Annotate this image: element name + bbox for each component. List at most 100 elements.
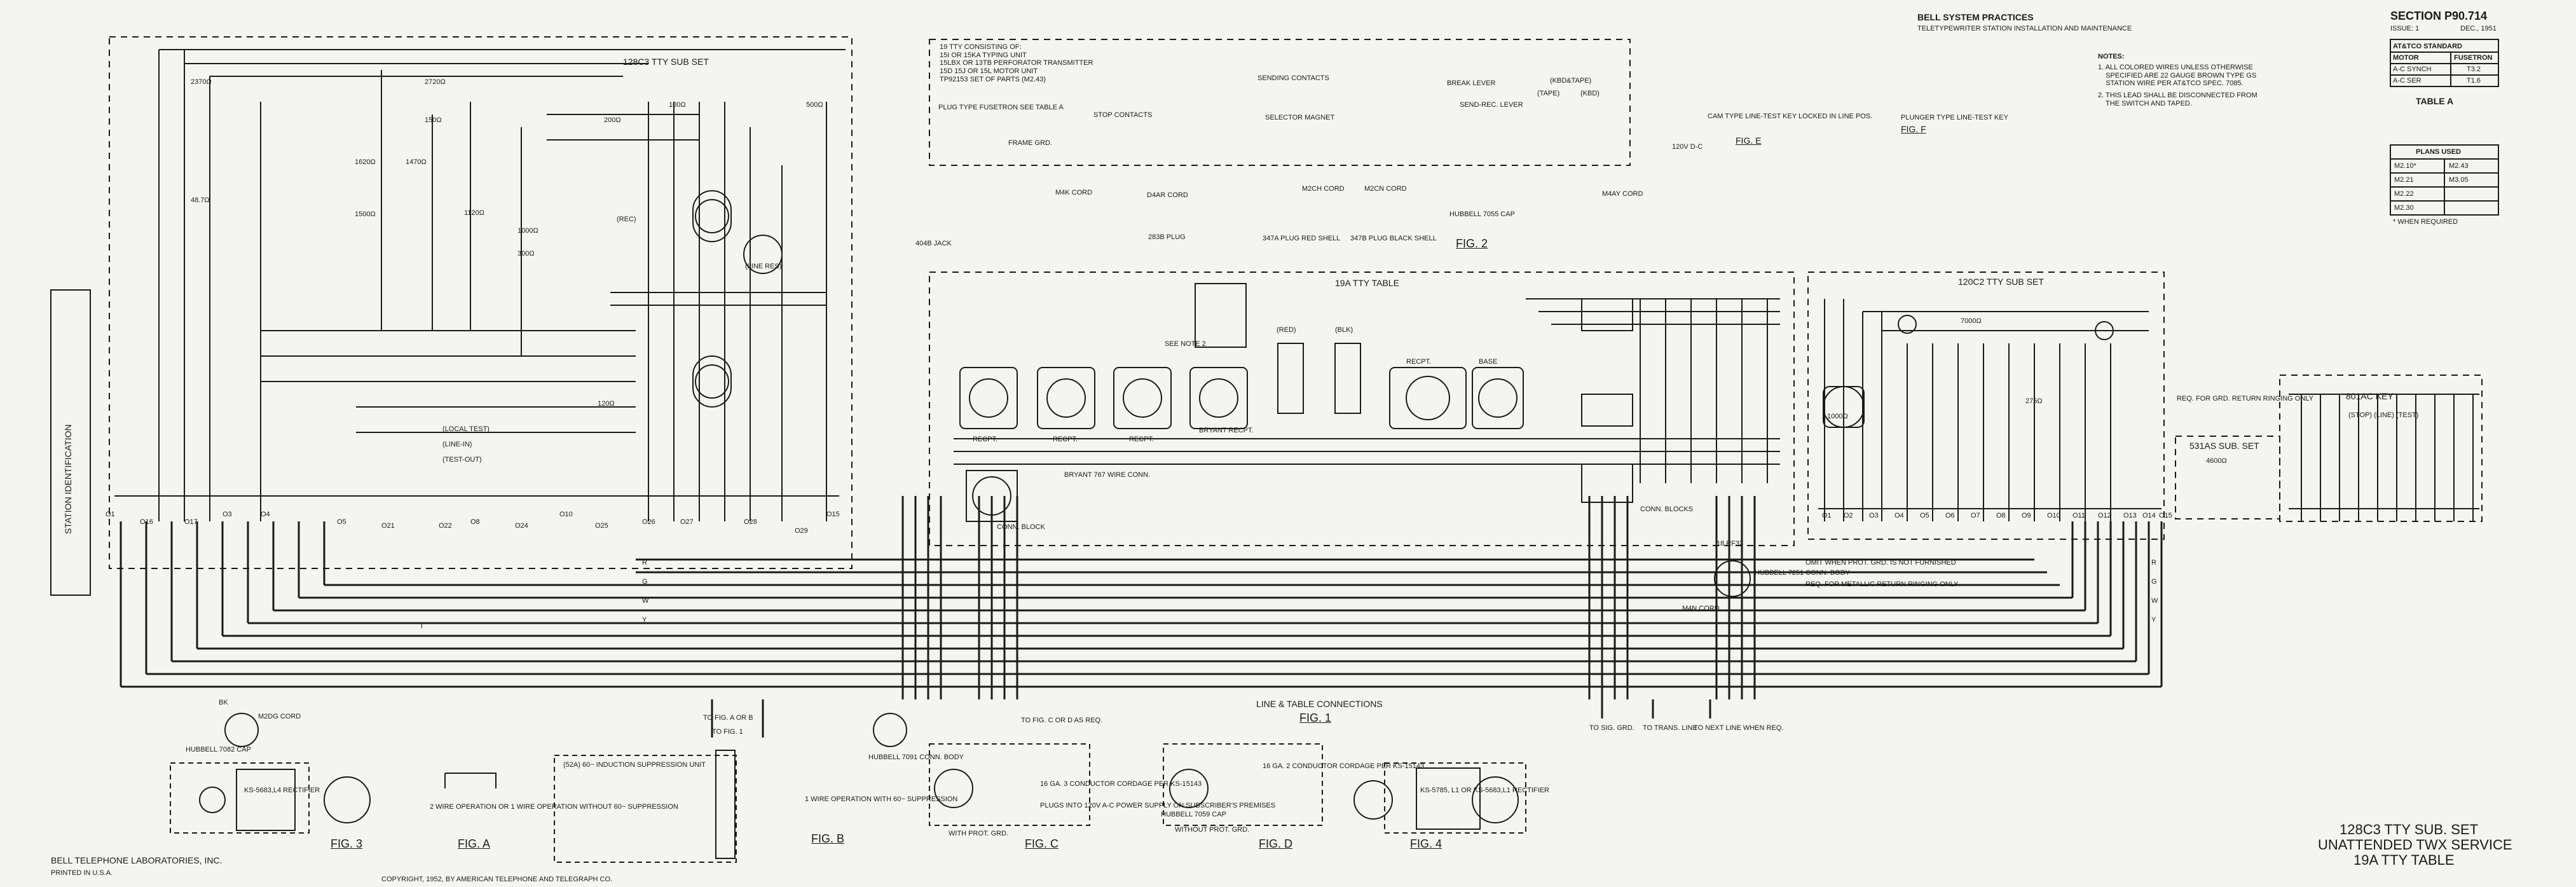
terminal: O9 [2022,512,2031,519]
title-line-2: UNATTENDED TWX SERVICE [2318,837,2512,853]
sub-531as-label: 531AS SUB. SET [2189,441,2259,451]
m2cn-cord-label: M2CN CORD [1364,185,1407,193]
key-801ac-positions: (STOP) (LINE) (TEST) [2348,411,2419,419]
wire-label: R [642,559,647,567]
resistor-value: 7000Ω [1961,317,1982,325]
plan-cell: M3.05 [2449,176,2469,184]
table-a-col2: FUSETRON [2454,54,2493,62]
table-19a-components [954,283,1780,597]
bryant-recpt-label: BRYANT RECPT. [1199,427,1254,434]
rec-label: (REC) [617,216,636,223]
cordage-16-label: 16 GA. 3 CONDUCTOR CORDAGE PER KS-15143 [1040,780,1202,788]
recpt-b-label: RECPT. [1053,436,1078,443]
terminal: O4 [1894,512,1904,519]
terminal: O27 [680,518,694,526]
terminal: O8 [1996,512,2006,519]
terminal: O24 [515,522,528,530]
tty19-consisting: 19 TTY CONSISTING OF: 15I OR 15KA TYPING… [940,43,1093,83]
fig-b-caption: FIG. B [811,832,845,845]
station-id-strip [50,289,91,596]
kbd-label: (KBD) [1580,90,1600,97]
test-out-label: (TEST-OUT) [442,456,482,464]
station-identification: STATION IDENTIFICATION [63,424,73,534]
resistor-value: 200Ω [604,116,621,124]
footer-printed: PRINTED IN U.S.A. [51,869,113,877]
d4ar-cord-label: D4AR CORD [1147,191,1188,199]
wire-label: W [642,597,649,605]
resistor-value: 300Ω [517,250,535,258]
terminal: O1 [1822,512,1832,519]
wire-2-label: 2 WIRE OPERATION OR 1 WIRE OPERATION WIT… [430,803,678,811]
terminal: O13 [2123,512,2137,519]
wiring-120c2 [1818,299,2162,521]
cordage-16-2-label: 16 GA. 2 CONDUCTOR CORDAGE PER KS-15143 [1263,762,1425,770]
notes-title: NOTES: [2098,53,2125,60]
resistor-value: 1120Ω [464,209,484,217]
terminal: O8 [470,518,480,526]
terminal: O1 [106,511,115,518]
terminal: O16 [140,518,153,526]
terminal: O14 [2142,512,2156,519]
issue-label: ISSUE: 1 [2390,25,2420,32]
resistor-value: 275Ω [2025,397,2043,405]
without-prot-label: WITHOUT PROT. GRD. [1175,826,1250,834]
base-e-label: BASE [1479,358,1498,366]
wire-label: W [2151,597,2158,605]
terminal: O11 [2072,512,2085,519]
plan-cell: M2.30 [2394,204,2414,212]
wire-label: BK [219,699,228,706]
table-a-col1: MOTOR [2393,54,2419,62]
key-801ac-label: 801AC KEY [2346,391,2394,401]
issue-date: DEC., 1951 [2460,25,2497,32]
v120-dc-label: 120V D-C [1672,143,1703,151]
table-19a-label: 19A TTY TABLE [1335,278,1399,288]
table-a-r1c1: A-C SYNCH [2393,65,2432,73]
wire-label: Y [642,616,647,624]
conn-blocks-label: CONN. BLOCKS [1640,505,1694,513]
title-line-1: 128C3 TTY SUB. SET [2340,822,2479,837]
terminal: O22 [439,522,452,530]
rf32-label: 18 RF32 [1716,540,1744,547]
box-19a [929,272,1795,546]
terminal: O6 [1945,512,1955,519]
table-a-header: AT&TCO STANDARD [2393,43,2462,50]
tape-label: (TAPE) [1537,90,1560,97]
plans-note: * WHEN REQUIRED [2393,218,2458,226]
terminal: O21 [381,522,395,530]
fig-3-caption: FIG. 3 [331,837,363,850]
terminal: O25 [595,522,608,530]
resistor-value: 48.7Ω [191,196,210,204]
sending-contacts-label: SENDING CONTACTS [1257,74,1329,82]
wire-label: T [420,622,424,630]
box-fig-c [929,743,1090,826]
resistor-value: 500Ω [806,101,823,109]
footer-labs: BELL TELEPHONE LABORATORIES, INC. [51,855,223,865]
resistor-value: 2370Ω [191,78,212,86]
terminal: O15 [2159,512,2172,519]
resistor-value: 2720Ω [425,78,446,86]
box-531as [2175,436,2280,519]
see-note-2-label: SEE NOTE 2 [1165,340,1206,348]
wire-label: G [642,578,648,586]
m2dg-cord-label: M2DG CORD [258,713,301,720]
local-test-label: (LOCAL TEST) [442,425,490,433]
resistor-value: 150Ω [425,116,442,124]
plug-fusetron-label: PLUG TYPE FUSETRON SEE TABLE A [938,104,1064,111]
recpt-a-label: RECPT. [973,436,998,443]
kbd-tape-label: (KBD&TAPE) [1550,77,1592,85]
fig-4-caption: FIG. 4 [1410,837,1442,850]
table-a-r1c2: T3.2 [2467,65,2481,73]
to-fig-a-b-label: TO FIG. A OR B [703,714,753,722]
break-lever-label: BREAK LEVER [1447,79,1496,87]
send-rec-lever-label: SEND-REC. LEVER [1460,101,1523,109]
note-2: 2. THIS LEAD SHALL BE DISCONNECTED FROM … [2098,92,2257,107]
omit-prot-label: OMIT WHEN PROT. GRD. IS NOT FURNISHED [1805,559,1956,567]
terminal: O5 [337,518,346,526]
resistor-value: 1000Ω [1827,413,1848,420]
resistor-value: 4600Ω [2206,457,2227,465]
hubbell-7251-label: HUBBELL 7251 CONN. BODY [1755,569,1850,577]
with-prot-label: WITH PROT. GRD. [949,830,1009,837]
box-fig-d [1163,743,1323,826]
plug-283b-label: 283B PLUG [1148,233,1186,241]
fig-f-caption: FIG. F [1901,124,1926,134]
